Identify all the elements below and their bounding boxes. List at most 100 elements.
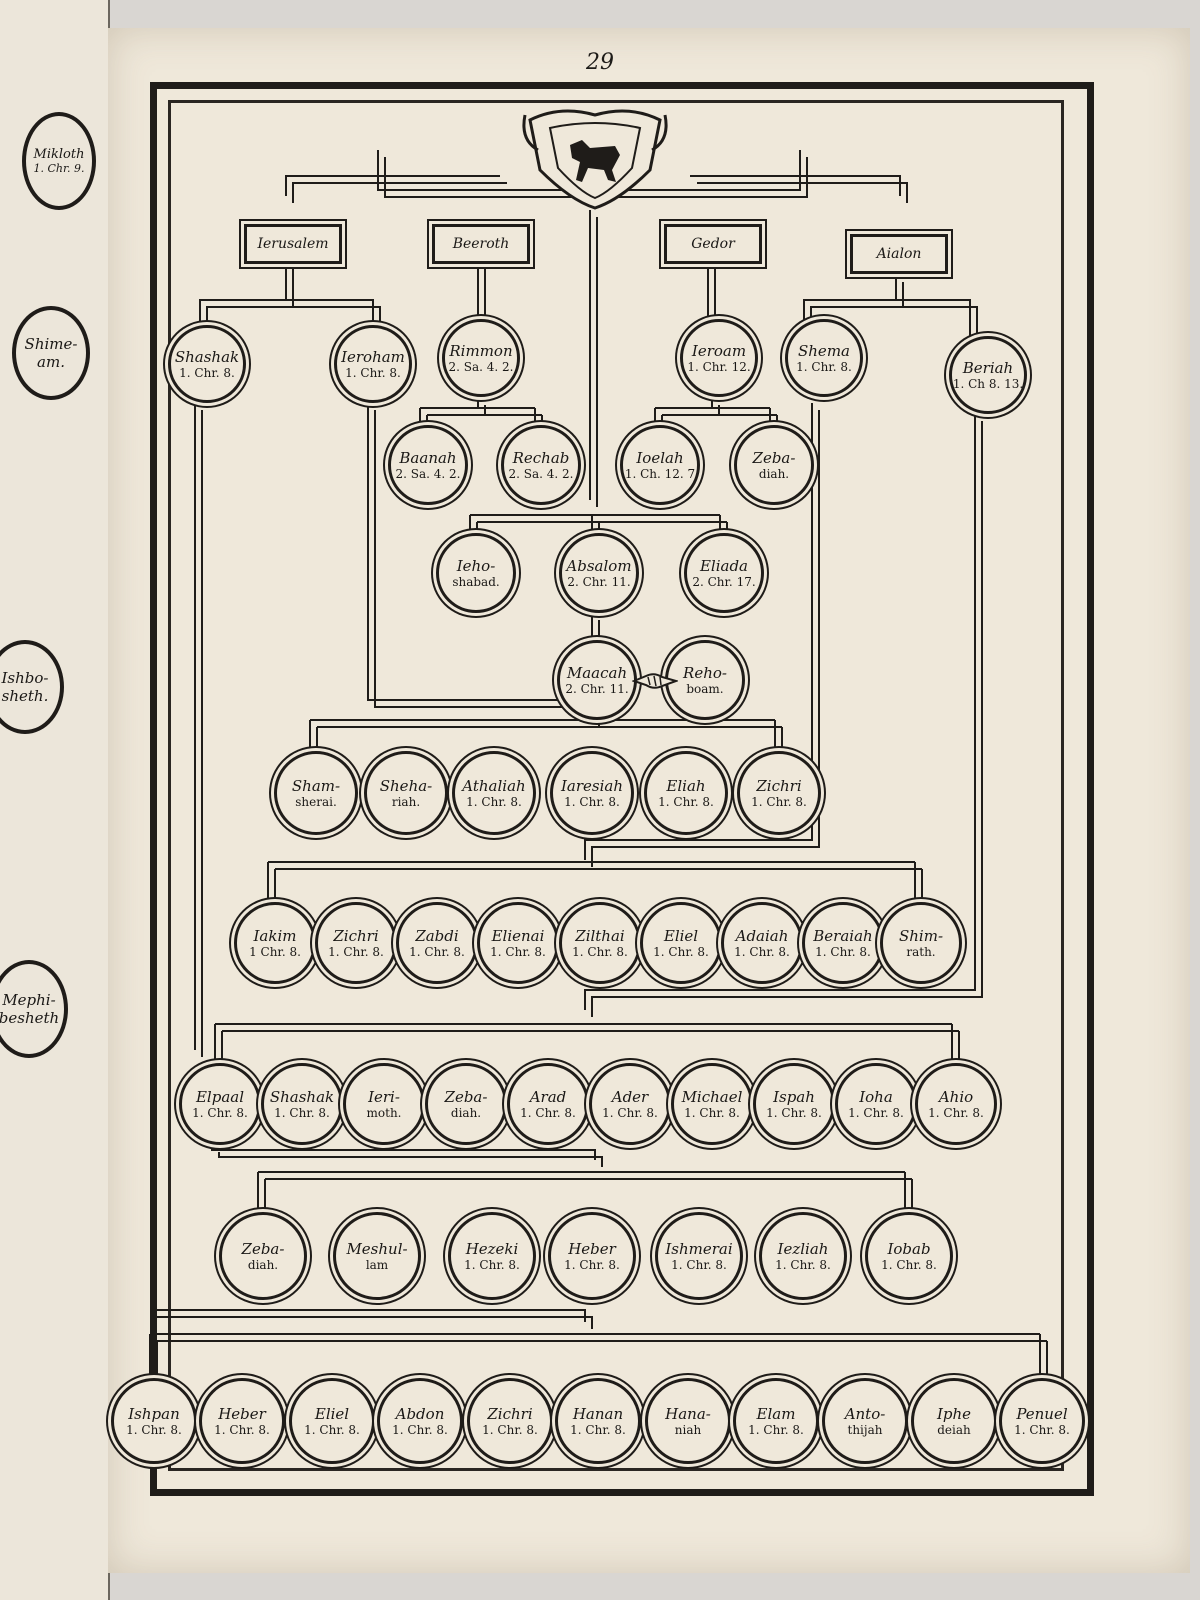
connector-line (584, 403, 813, 860)
person-name: Zilthai (575, 926, 625, 945)
person-reference: riah. (391, 794, 421, 809)
person-reference: 1. Chr. 8. (179, 365, 235, 380)
person-name: Ishpan (128, 1404, 180, 1423)
person-reference: 1. Chr. 8. (572, 944, 628, 959)
person-reference: 1. Chr. 8. (881, 1257, 937, 1272)
person-name: Maacah (566, 663, 628, 682)
person-reference: 1. Chr. 8. (815, 944, 871, 959)
left-fragment-2-ref: am. (37, 353, 65, 371)
person-reference: 1. Chr. 8. (684, 1105, 740, 1120)
person-reference: deiah (937, 1422, 971, 1437)
person-name: Iaresiah (560, 776, 623, 795)
person-name: Iezliah (777, 1239, 829, 1258)
person-name: Hana- (665, 1404, 711, 1423)
person-name: Hezeki (465, 1239, 519, 1258)
person-reference: 1. Chr. 8. (671, 1257, 727, 1272)
person-name: Elam (756, 1404, 796, 1423)
person-name: Elpaal (195, 1087, 245, 1106)
connector-line (285, 175, 500, 196)
person-name: Eliada (699, 556, 749, 575)
person-reference: 1. Chr. 8. (564, 1257, 620, 1272)
banner-gedor: Gedor (664, 224, 762, 264)
person-reference: 1. Chr. 8. (520, 1105, 576, 1120)
person-name: Sham- (291, 776, 341, 795)
person-reference: 1. Chr. 8. (274, 1105, 330, 1120)
left-fragment-1-name: Mikloth (33, 147, 85, 162)
person-name: Shashak (269, 1087, 335, 1106)
person-name: Eliel (663, 926, 699, 945)
person-name: Ispah (773, 1087, 815, 1106)
person-reference: sherai. (295, 794, 337, 809)
left-fragment-1: Mikloth 1. Chr. 9. (22, 112, 96, 210)
left-fragment-2: Shime- am. (12, 306, 90, 400)
person-name: Ieho- (456, 556, 496, 575)
person-reference: 1. Chr. 8. (345, 365, 401, 380)
person-reference: 1. Chr. 8. (775, 1257, 831, 1272)
person-reference: shabad. (452, 574, 500, 589)
connector-line (211, 1145, 596, 1160)
person-name: Beraiah (813, 926, 873, 945)
connector-line (286, 299, 374, 324)
connector-line (292, 182, 507, 203)
person-name: Zichri (333, 926, 379, 945)
person-name: Iphe (936, 1404, 972, 1423)
connector-line (199, 262, 287, 324)
person-reference: 1. Chr. 8. (466, 794, 522, 809)
banner-beeroth: Beeroth (432, 224, 530, 264)
person-reference: 2. Chr. 11. (565, 681, 629, 696)
person-reference: diah. (758, 466, 790, 481)
left-fragment-3-name: Ishbo- (1, 669, 49, 687)
connector-line (803, 275, 897, 320)
person-reference: 2. Sa. 4. 2. (508, 466, 574, 481)
person-node: Ieho-shabad. (436, 533, 516, 613)
person-reference: lam (365, 1257, 389, 1272)
clasped-hands-icon (632, 673, 678, 689)
person-name: Anto- (844, 1404, 886, 1423)
person-name: Zabdi (415, 926, 459, 945)
person-node: Anto-thijah (822, 1378, 908, 1464)
person-reference: 1. Chr. 8. (214, 1422, 270, 1437)
person-reference: 1. Chr. 12. (687, 359, 751, 374)
person-reference: 1. Chr. 8. (126, 1422, 182, 1437)
person-node: Sheha-riah. (364, 751, 448, 835)
person-reference: 1. Chr. 8. (482, 1422, 538, 1437)
person-name: Ader (611, 1087, 649, 1106)
connector-line (591, 410, 820, 867)
person-reference: 1. Chr. 8. (734, 944, 790, 959)
person-name: Elienai (491, 926, 545, 945)
person-name: Hanan (572, 1404, 624, 1423)
connector-line (903, 306, 978, 343)
person-reference: 2. Chr. 17. (692, 574, 756, 589)
person-name: Ioha (859, 1087, 893, 1106)
person-node: Zeba-diah. (425, 1063, 507, 1145)
person-name: Baanah (399, 448, 457, 467)
person-reference: 1. Chr. 8. (653, 944, 709, 959)
person-name: Meshul- (346, 1239, 408, 1258)
inner-border (168, 100, 1064, 1471)
person-reference: thijah (847, 1422, 883, 1437)
